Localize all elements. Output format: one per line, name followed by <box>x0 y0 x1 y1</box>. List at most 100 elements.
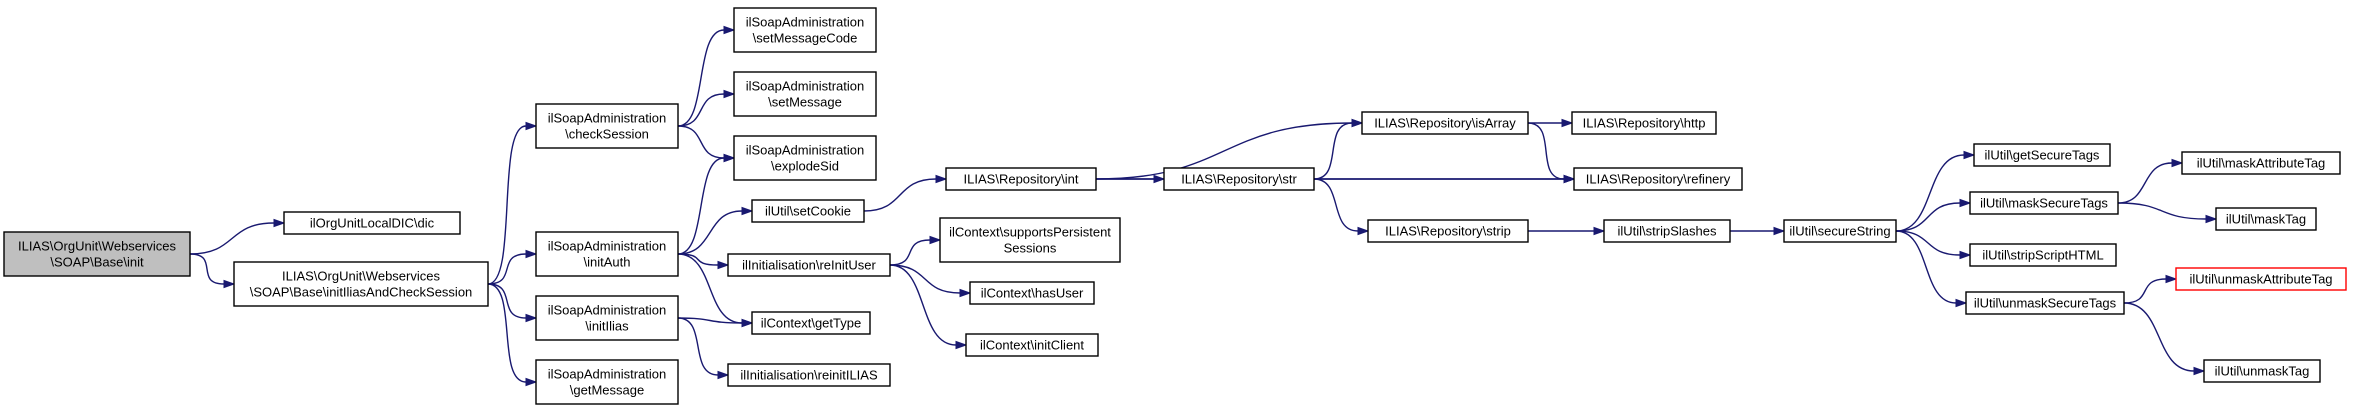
node-masktag[interactable]: ilUtil\maskTag <box>2215 207 2317 231</box>
node-unmasksecuretags[interactable]: ilUtil\unmaskSecureTags <box>1965 291 2125 315</box>
arrowhead-icon <box>2171 158 2184 168</box>
node-label: \SOAP\Base\initIliasAndCheckSession <box>250 285 473 300</box>
edge-repo_strip-to-stripslashes <box>1528 226 1606 236</box>
node-label: \getMessage <box>570 383 644 398</box>
edge-line <box>677 93 725 127</box>
node-box <box>1163 167 1315 191</box>
node-label: ILIAS\Repository\strip <box>1385 224 1511 239</box>
node-label: ilOrgUnitLocalDIC\dic <box>310 216 435 231</box>
node-label: ilInitialisation\reInitUser <box>742 258 876 273</box>
edge-root-to-localdic <box>189 218 286 255</box>
arrowhead-icon <box>525 249 538 259</box>
arrowhead-icon <box>2165 274 2178 284</box>
edge-initilias_cs-to-checksession <box>487 121 538 285</box>
arrowhead-icon <box>1773 226 1786 236</box>
arrowhead-icon <box>223 279 236 289</box>
node-initilias_cs[interactable]: ILIAS\OrgUnit\Webservices\SOAP\Base\init… <box>233 261 489 307</box>
edge-line <box>2117 162 2173 204</box>
edge-line <box>889 264 961 294</box>
arrowhead-icon <box>1959 250 1972 260</box>
node-box <box>2215 207 2317 231</box>
node-reinitilias[interactable]: ilInitialisation\reinitILIAS <box>727 363 891 387</box>
edge-line <box>189 222 275 255</box>
node-box <box>1573 167 1743 191</box>
node-label: ilSoapAdministration <box>548 239 667 254</box>
node-box <box>535 295 679 341</box>
node-checksession[interactable]: ilSoapAdministration\checkSession <box>535 103 679 149</box>
node-stripscripthtml[interactable]: ilUtil\stripScriptHTML <box>1969 243 2117 267</box>
node-repo_str[interactable]: ILIAS\Repository\str <box>1163 167 1315 191</box>
node-securestring[interactable]: ilUtil\secureString <box>1783 219 1897 243</box>
edge-line <box>863 178 937 212</box>
edge-line <box>2123 302 2195 372</box>
node-label: ilUtil\stripSlashes <box>1618 224 1717 239</box>
node-label: ilUtil\maskTag <box>2226 212 2306 227</box>
node-box <box>1969 243 2117 267</box>
node-gettype[interactable]: ilContext\getType <box>751 311 871 335</box>
node-initclient[interactable]: ilContext\initClient <box>965 333 1099 357</box>
node-initilias[interactable]: ilSoapAdministration\initIlias <box>535 295 679 341</box>
arrowhead-icon <box>525 313 538 323</box>
node-stripslashes[interactable]: ilUtil\stripSlashes <box>1603 219 1731 243</box>
node-repo_int[interactable]: ILIAS\Repository\int <box>945 167 1097 191</box>
node-box <box>1969 191 2119 215</box>
edge-line <box>1895 230 1957 304</box>
arrowhead-icon <box>1563 174 1576 184</box>
node-repo_isarray[interactable]: ILIAS\Repository\isArray <box>1361 111 1529 135</box>
node-setmessagecode[interactable]: ilSoapAdministration\setMessageCode <box>733 7 877 53</box>
node-maskattributetag[interactable]: ilUtil\maskAttributeTag <box>2181 151 2341 175</box>
node-box <box>733 135 877 181</box>
edge-line <box>677 253 719 266</box>
node-repo_strip[interactable]: ILIAS\Repository\strip <box>1367 219 1529 243</box>
node-unmaskattributetag[interactable]: ilUtil\unmaskAttributeTag <box>2175 267 2347 291</box>
node-explodesid[interactable]: ilSoapAdministration\explodeSid <box>733 135 877 181</box>
node-getmessage[interactable]: ilSoapAdministration\getMessage <box>535 359 679 405</box>
node-box <box>1603 219 1731 243</box>
edge-initauth-to-explodesid <box>677 153 736 255</box>
node-setcookie[interactable]: ilUtil\setCookie <box>751 199 865 223</box>
node-repo_refinery[interactable]: ILIAS\Repository\refinery <box>1573 167 1743 191</box>
node-unmasktag[interactable]: ilUtil\unmaskTag <box>2203 359 2321 383</box>
edge-line <box>677 317 743 324</box>
node-label: ILIAS\OrgUnit\Webservices <box>18 239 176 254</box>
node-box <box>1973 143 2111 167</box>
edge-repo_isarray-to-repo_http <box>1528 118 1574 128</box>
edge-line <box>889 239 931 266</box>
arrowhead-icon <box>723 25 736 35</box>
node-label: ilUtil\secureString <box>1789 224 1890 239</box>
edge-repo_isarray-to-repo_refinery <box>1527 122 1576 184</box>
edge-line <box>2123 278 2167 304</box>
node-label: ilSoapAdministration <box>746 143 865 158</box>
node-getsecuretags[interactable]: ilUtil\getSecureTags <box>1973 143 2111 167</box>
node-box <box>965 333 1099 357</box>
node-label: \checkSession <box>565 127 649 142</box>
node-hasuser[interactable]: ilContext\hasUser <box>969 281 1095 305</box>
node-box <box>939 217 1121 263</box>
edge-line <box>1895 230 1961 256</box>
edge-line <box>1095 122 1353 180</box>
nodes-layer: ILIAS\OrgUnit\Webservices\SOAP\Base\init… <box>3 7 2347 405</box>
edge-initilias_cs-to-initilias <box>487 283 538 323</box>
node-root[interactable]: ILIAS\OrgUnit\Webservices\SOAP\Base\init <box>3 231 191 277</box>
node-setmessage[interactable]: ilSoapAdministration\setMessage <box>733 71 877 117</box>
node-box <box>3 231 191 277</box>
node-masksecuretags[interactable]: ilUtil\maskSecureTags <box>1969 191 2119 215</box>
node-label: ILIAS\Repository\http <box>1583 116 1706 131</box>
node-box <box>1367 219 1529 243</box>
node-localdic[interactable]: ilOrgUnitLocalDIC\dic <box>283 211 461 235</box>
edge-line <box>487 125 527 285</box>
node-reinituser[interactable]: ilInitialisation\reInitUser <box>727 253 891 277</box>
node-label: Sessions <box>1004 241 1057 256</box>
node-repo_http[interactable]: ILIAS\Repository\http <box>1571 111 1717 135</box>
node-label: ilUtil\getSecureTags <box>1985 148 2100 163</box>
node-initauth[interactable]: ilSoapAdministration\initAuth <box>535 231 679 277</box>
edge-unmasksecuretags-to-unmasktag <box>2123 302 2206 376</box>
arrowhead-icon <box>1593 226 1606 236</box>
node-box <box>733 7 877 53</box>
edge-line <box>1527 122 1565 180</box>
edge-reinituser-to-initclient <box>889 264 968 350</box>
node-box <box>969 281 1095 305</box>
edge-reinituser-to-hasuser <box>889 264 972 298</box>
